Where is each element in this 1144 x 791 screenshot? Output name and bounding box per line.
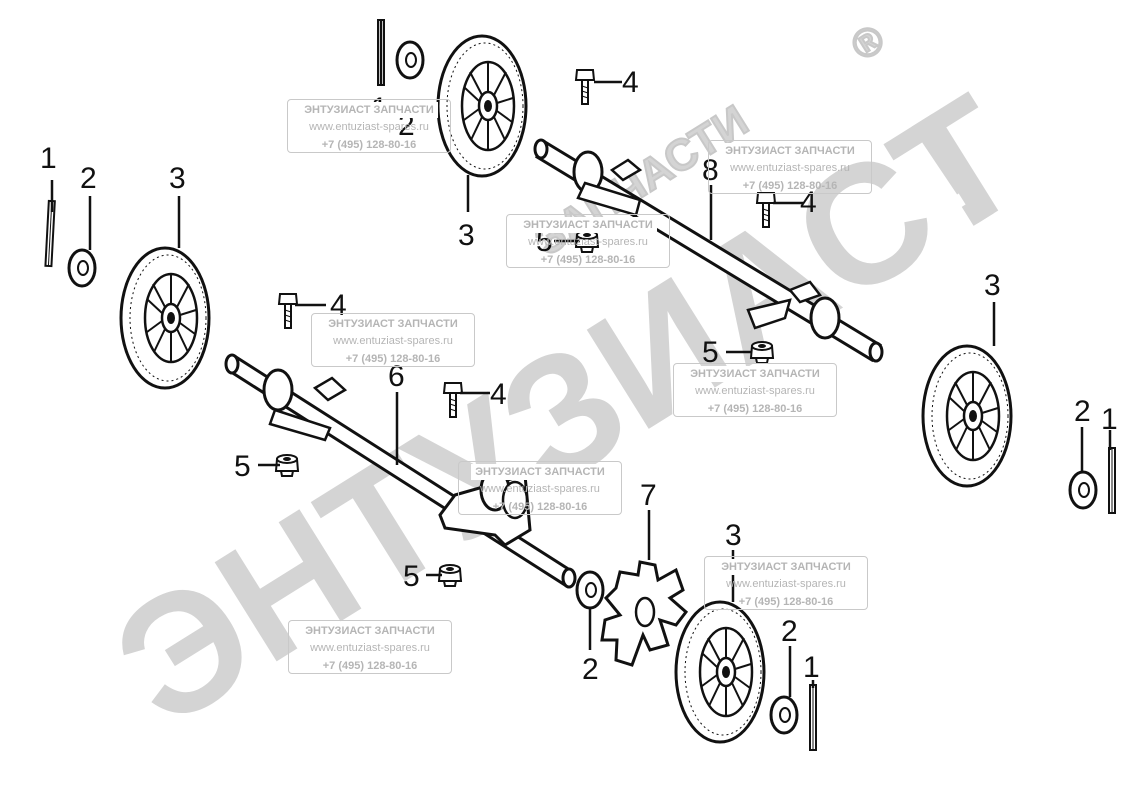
callout-2: 2	[582, 653, 599, 686]
stamp-phone: +7 (495) 128-80-16	[707, 403, 803, 415]
drive-gear	[600, 560, 689, 667]
watermark-registered: ®	[844, 17, 892, 70]
stamp-title: ЭНТУЗИАСТ ЗАПЧАСТИ	[686, 366, 824, 382]
callout-4: 4	[622, 66, 639, 99]
callout-3: 3	[725, 519, 742, 552]
stamp-phone: +7 (495) 128-80-16	[742, 180, 838, 192]
stamp-title: ЭНТУЗИАСТ ЗАПЧАСТИ	[471, 464, 609, 480]
stamp-title: ЭНТУЗИАСТ ЗАПЧАСТИ	[324, 316, 462, 332]
callout-4: 4	[800, 186, 817, 219]
dealer-stamp: ЭНТУЗИАСТ ЗАПЧАСТИ www.entuziast-spares.r…	[458, 461, 622, 515]
stamp-title: ЭНТУЗИАСТ ЗАПЧАСТИ	[300, 102, 438, 118]
washer-top	[395, 40, 425, 80]
leader-lines	[50, 20, 1112, 697]
callout-2: 2	[1074, 395, 1091, 428]
stamp-title: ЭНТУЗИАСТ ЗАПЧАСТИ	[301, 623, 439, 639]
bolt-left	[278, 293, 298, 329]
callout-6: 6	[388, 360, 405, 393]
stamp-phone: +7 (495) 128-80-16	[540, 254, 636, 266]
stamp-title: ЭНТУЗИАСТ ЗАПЧАСТИ	[721, 143, 859, 159]
callout-5: 5	[536, 225, 553, 258]
callout-8: 8	[702, 154, 719, 187]
dealer-stamp: ЭНТУЗИАСТ ЗАПЧАСТИ www.entuziast-spares.r…	[311, 313, 475, 367]
callout-5: 5	[234, 450, 251, 483]
callout-5: 5	[403, 560, 420, 593]
stamp-phone: +7 (495) 128-80-16	[492, 501, 588, 513]
rear-axle	[224, 353, 577, 589]
dealer-stamp: ЭНТУЗИАСТ ЗАПЧАСТИ www.entuziast-spares.r…	[704, 556, 868, 610]
stamp-title: ЭНТУЗИАСТ ЗАПЧАСТИ	[717, 559, 855, 575]
washer-gear	[575, 570, 605, 610]
stamp-url: www.entuziast-spares.ru	[309, 121, 429, 133]
callout-1: 1	[1101, 403, 1118, 436]
front-axle	[533, 138, 884, 363]
callout-3: 3	[169, 162, 186, 195]
callout-3: 3	[984, 269, 1001, 302]
linchpin-right	[1108, 447, 1116, 514]
callout-2: 2	[80, 162, 97, 195]
stamp-phone: +7 (495) 128-80-16	[345, 353, 441, 365]
stamp-url: www.entuziast-spares.ru	[528, 236, 648, 248]
dealer-stamp: ЭНТУЗИАСТ ЗАПЧАСТИ www.entuziast-spares.r…	[506, 214, 670, 268]
stamp-title: ЭНТУЗИАСТ ЗАПЧАСТИ	[519, 217, 657, 233]
wheel-bottom	[674, 600, 766, 744]
linchpin-left	[44, 199, 56, 268]
dealer-stamp: ЭНТУЗИАСТ ЗАПЧАСТИ www.entuziast-spares.r…	[708, 140, 872, 194]
washer-right	[1068, 470, 1098, 510]
stamp-url: www.entuziast-spares.ru	[726, 578, 846, 590]
callout-3: 3	[458, 219, 475, 252]
callout-1: 1	[803, 651, 820, 684]
linchpin-bottom	[809, 684, 817, 751]
stamp-phone: +7 (495) 128-80-16	[321, 139, 417, 151]
callout-1: 1	[40, 142, 57, 175]
stamp-url: www.entuziast-spares.ru	[730, 162, 850, 174]
stamp-url: www.entuziast-spares.ru	[310, 642, 430, 654]
callout-2: 2	[781, 615, 798, 648]
dealer-stamp: ЭНТУЗИАСТ ЗАПЧАСТИ www.entuziast-spares.r…	[287, 99, 451, 153]
wheel-left	[119, 246, 211, 390]
callout-4: 4	[490, 378, 507, 411]
dealer-stamp: ЭНТУЗИАСТ ЗАПЧАСТИ www.entuziast-spares.r…	[288, 620, 452, 674]
wheel-right	[921, 344, 1013, 488]
dealer-stamp: ЭНТУЗИАСТ ЗАПЧАСТИ www.entuziast-spares.r…	[673, 363, 837, 417]
stamp-url: www.entuziast-spares.ru	[480, 483, 600, 495]
callout-5: 5	[702, 336, 719, 369]
stamp-phone: +7 (495) 128-80-16	[322, 660, 418, 672]
bolt-top	[575, 69, 595, 105]
washer-bottom	[769, 695, 799, 735]
watermark: ЭНТУЗИАСТ ! ЗАПЧАСТИ ®	[83, 16, 1051, 763]
washer-left	[67, 248, 97, 288]
stamp-phone: +7 (495) 128-80-16	[738, 596, 834, 608]
stamp-url: www.entuziast-spares.ru	[333, 335, 453, 347]
stamp-url: www.entuziast-spares.ru	[695, 385, 815, 397]
wheel-top	[436, 34, 528, 178]
callout-7: 7	[640, 479, 657, 512]
